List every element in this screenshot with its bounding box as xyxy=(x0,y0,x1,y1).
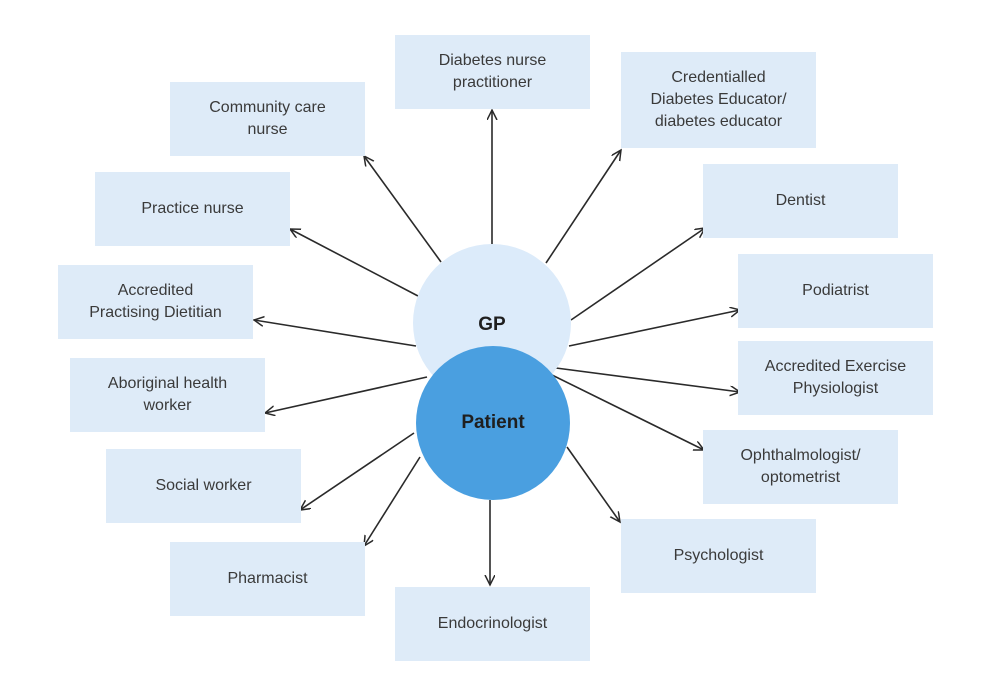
box-social-worker: Social worker xyxy=(106,449,301,523)
patient-circle: Patient xyxy=(416,346,570,500)
box-diabetes-nurse-practitioner: Diabetes nurse practitioner xyxy=(395,35,590,109)
arrow-ophthalmologist-optometrist xyxy=(551,374,704,450)
box-psychologist: Psychologist xyxy=(621,519,816,593)
box-podiatrist: Podiatrist xyxy=(738,254,933,328)
arrow-pharmacist xyxy=(364,456,421,546)
box-community-care-nurse: Community care nurse xyxy=(170,82,365,156)
gp-label: GP xyxy=(478,314,506,335)
box-accredited-exercise-physiologist: Accredited Exercise Physiologist xyxy=(738,341,933,415)
box-endocrinologist: Endocrinologist xyxy=(395,587,590,661)
arrow-psychologist xyxy=(566,446,620,522)
box-dentist: Dentist xyxy=(703,164,898,238)
arrow-practice-nurse xyxy=(290,229,419,297)
box-accredited-practising-dietitian: Accredited Practising Dietitian xyxy=(58,265,253,339)
arrow-podiatrist xyxy=(568,310,740,347)
arrow-credentialled-diabetes-educator xyxy=(545,150,621,264)
arrow-social-worker xyxy=(300,432,415,510)
box-practice-nurse: Practice nurse xyxy=(95,172,290,246)
box-pharmacist: Pharmacist xyxy=(170,542,365,616)
box-credentialled-diabetes-educator: Credentialled Diabetes Educator/ diabete… xyxy=(621,52,816,148)
arrow-accredited-exercise-physiologist xyxy=(555,367,740,392)
arrow-community-care-nurse xyxy=(364,156,442,263)
arrow-accredited-practising-dietitian xyxy=(254,320,417,347)
patient-label: Patient xyxy=(461,412,525,433)
arrow-aboriginal-health-worker xyxy=(265,376,428,413)
arrow-dentist xyxy=(570,228,705,321)
box-ophthalmologist-optometrist: Ophthalmologist/ optometrist xyxy=(703,430,898,504)
box-aboriginal-health-worker: Aboriginal health worker xyxy=(70,358,265,432)
